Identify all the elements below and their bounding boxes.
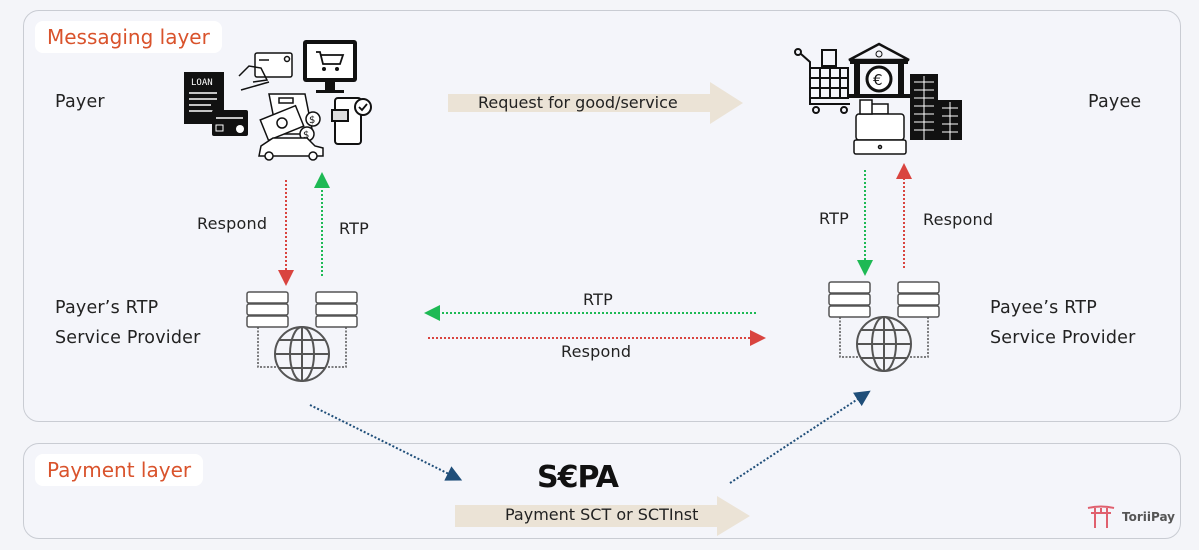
cash-register-icon: [853, 99, 907, 155]
payee-icon-group: €: [794, 42, 962, 155]
server-connection-lines: [839, 317, 929, 358]
bank-euro-icon: €: [848, 42, 910, 98]
sepa-logo: S€PA: [537, 460, 619, 495]
smartphone-payment-icon: [331, 97, 372, 145]
messaging-layer-title: Messaging layer: [35, 21, 222, 53]
shopping-cart-icon: [794, 48, 850, 114]
svg-text:€: €: [873, 71, 883, 89]
payer-provider-icon: [246, 291, 358, 382]
svg-text:$: $: [303, 130, 309, 141]
bank-card-icon: [212, 110, 248, 136]
payee-provider-line2: Service Provider: [990, 328, 1136, 348]
payment-arrow-shape: [455, 496, 750, 536]
brand-name: ToriiPay: [1122, 510, 1176, 524]
request-arrow-label: Request for good/service: [478, 93, 678, 112]
car-icon: [258, 137, 324, 161]
globe-icon: [856, 316, 912, 372]
payer-respond-label: Respond: [197, 214, 268, 233]
torii-gate-icon: [1087, 505, 1115, 528]
svg-text:$: $: [309, 115, 315, 126]
payment-arrow: Payment SCT or SCTInst: [455, 496, 750, 536]
payer-rtp-label: RTP: [339, 219, 369, 238]
payer-provider-line1: Payer’s RTP: [55, 298, 159, 318]
server-connection-lines: [257, 327, 347, 368]
payee-provider-line1: Payee’s RTP: [990, 298, 1097, 318]
between-respond-label: Respond: [561, 342, 632, 361]
payee-provider-label: Payee’s RTP Service Provider: [990, 293, 1136, 353]
office-buildings-icon: [910, 74, 962, 140]
payee-rtp-label: RTP: [819, 209, 849, 228]
between-rtp-label: RTP: [583, 290, 613, 309]
server-rack-icon: [828, 281, 940, 318]
credit-card-hand-icon: [238, 52, 293, 91]
svg-text:LOAN: LOAN: [191, 78, 213, 88]
payee-respond-label: Respond: [923, 210, 994, 229]
shopping-cart-monitor-icon: [303, 40, 357, 93]
payer-icon-group: LOAN $ $: [184, 40, 372, 161]
server-rack-icon: [246, 291, 358, 328]
cash-icon: [259, 104, 305, 142]
globe-icon: [274, 326, 330, 382]
sepa-to-payee-arrow: [729, 390, 871, 484]
request-arrow-shape: [448, 82, 743, 124]
request-arrow: Request for good/service: [448, 82, 743, 124]
payer-provider-label: Payer’s RTP Service Provider: [55, 293, 201, 353]
payment-arrow-label: Payment SCT or SCTInst: [505, 505, 699, 524]
payer-provider-line2: Service Provider: [55, 328, 201, 348]
payer-to-sepa-arrow: [309, 404, 463, 481]
payee-provider-icon: [828, 281, 940, 372]
payment-layer-title: Payment layer: [35, 454, 204, 486]
payer-label: Payer: [55, 92, 105, 112]
payee-label: Payee: [1088, 92, 1142, 112]
